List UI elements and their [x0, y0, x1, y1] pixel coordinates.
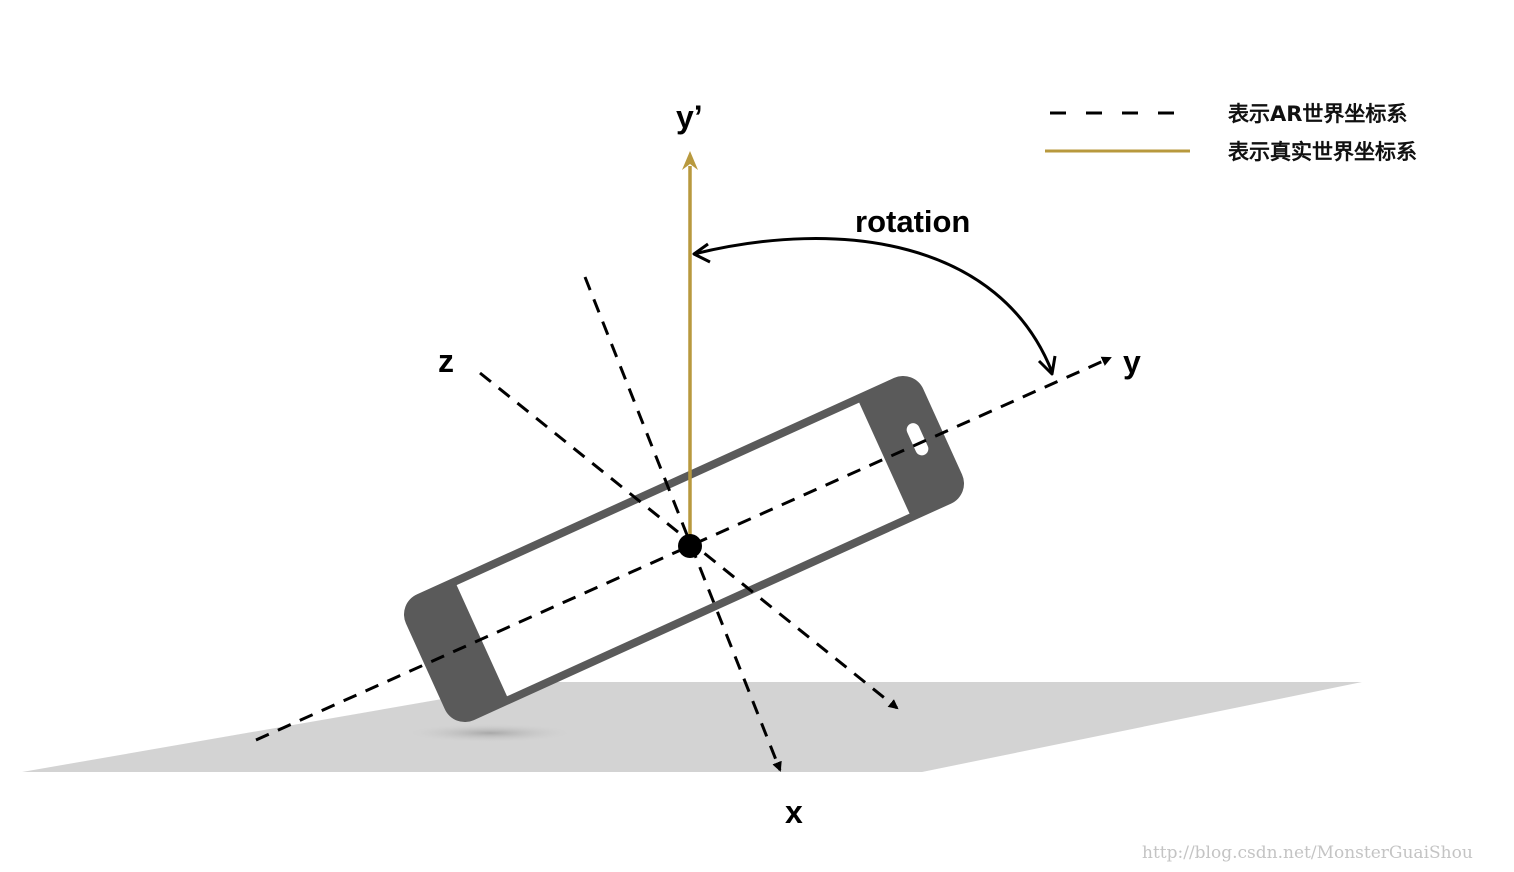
watermark: http://blog.csdn.net/MonsterGuaiShou: [1142, 843, 1473, 863]
ar-axis-x: [583, 276, 782, 772]
origin-point: [678, 534, 702, 558]
label-x: x: [785, 794, 803, 830]
real-axis-arrowhead: [682, 151, 698, 170]
legend-ar-text: 表示AR世界坐标系: [1228, 102, 1407, 126]
label-y-prime: y’: [676, 99, 703, 135]
phone-shadow: [410, 724, 570, 742]
rotation-arrowhead-right: [1037, 355, 1057, 376]
ground-plane: [22, 682, 1362, 772]
rotation-arrowhead-left: [692, 242, 711, 264]
legend-real-text: 表示真实世界坐标系: [1228, 140, 1417, 164]
label-rotation: rotation: [855, 204, 970, 239]
label-z: z: [438, 343, 454, 379]
legend: 表示AR世界坐标系 表示真实世界坐标系: [1045, 102, 1417, 164]
rotation-arc: [693, 237, 1054, 373]
label-y: y: [1123, 344, 1141, 380]
phone-speaker: [906, 423, 929, 456]
